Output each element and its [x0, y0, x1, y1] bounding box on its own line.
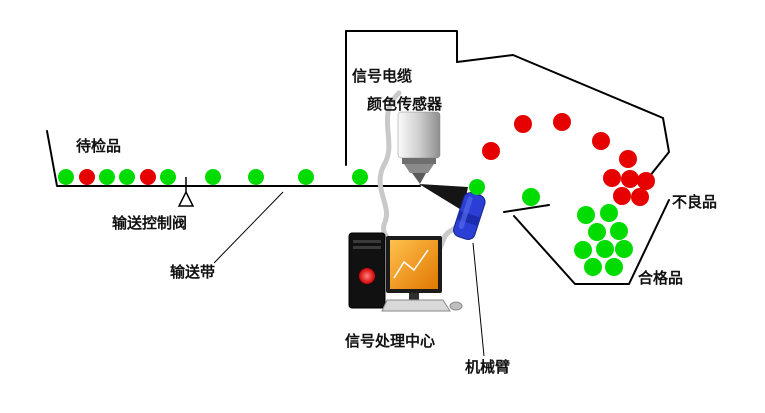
label-pending-items: 待检品 [76, 137, 121, 155]
item-dot-defective [637, 172, 655, 190]
screen-chart-line [393, 249, 429, 279]
qualified-chamber-wall [513, 199, 670, 285]
label-signal-processing-center: 信号处理中心 [345, 332, 435, 350]
dots-qualified-chamber [574, 204, 633, 276]
item-dot-qualified [160, 169, 176, 185]
label-mechanical-arm: 机械臂 [465, 358, 510, 376]
label-defective-items: 不良品 [672, 193, 717, 211]
item-dot-qualified [588, 223, 606, 241]
item-dot-qualified [610, 222, 628, 240]
item-dot-qualified [574, 241, 592, 259]
signal-processing-computer [348, 232, 463, 312]
sensor-signal-cable [377, 90, 402, 243]
item-dot-qualified [58, 169, 74, 185]
belt-leader-line [213, 191, 284, 264]
item-dot-defective [592, 132, 610, 150]
arm-leader-line [472, 242, 485, 357]
conveyor-belt-line [46, 130, 421, 187]
item-dot-defective [621, 170, 639, 188]
sensor-collar [402, 158, 436, 164]
item-dot-qualified [605, 258, 623, 276]
tower-vent-slot [353, 240, 381, 243]
control-valve-symbol [177, 177, 195, 207]
tower-vent-slot [353, 246, 381, 249]
sensor-tip [412, 173, 426, 184]
dots-in-transit [469, 179, 540, 206]
dots-on-belt [58, 169, 368, 185]
item-dot-qualified [596, 240, 614, 258]
tower-power-glow [359, 268, 375, 284]
item-dot-qualified [352, 169, 368, 185]
item-dot-qualified [248, 169, 264, 185]
sensor-neck [404, 164, 434, 173]
defective-chute-wall [456, 54, 670, 188]
monitor-stand [409, 293, 419, 300]
mouse [449, 301, 463, 311]
item-dot-defective [613, 187, 631, 205]
item-dot-qualified [119, 169, 135, 185]
label-conveyor-valve: 输送控制阀 [112, 214, 187, 232]
item-dot-defective [631, 188, 649, 206]
valve-triangle [177, 190, 195, 207]
sensor-body [397, 111, 441, 159]
item-dot-qualified [584, 258, 602, 276]
label-conveyor-belt: 输送带 [170, 263, 215, 281]
item-dot-qualified [600, 204, 618, 222]
item-dot-qualified [577, 206, 595, 224]
arm-highlight [458, 196, 473, 230]
chamber-divider-line [503, 204, 550, 213]
label-signal-cable: 信号电缆 [352, 67, 412, 85]
keyboard [381, 299, 451, 312]
item-dot-qualified [469, 179, 485, 195]
item-dot-defective [514, 115, 532, 133]
item-dot-qualified [522, 188, 540, 206]
item-dot-defective [79, 169, 95, 185]
deflector-wedge [419, 184, 468, 211]
dots-defective-chamber [482, 113, 655, 206]
item-dot-defective [603, 169, 621, 187]
color-sensor-graphic [397, 111, 441, 184]
item-dot-defective [140, 169, 156, 185]
item-dot-defective [482, 142, 500, 160]
item-dot-qualified [99, 169, 115, 185]
label-qualified-items: 合格品 [637, 269, 683, 287]
item-dot-qualified [298, 169, 314, 185]
inspection-channel-walls [345, 30, 458, 166]
label-color-sensor: 颜色传感器 [367, 95, 443, 113]
item-dot-qualified [615, 240, 633, 258]
monitor-screen [390, 240, 438, 289]
item-dot-qualified [205, 169, 221, 185]
item-dot-defective [553, 113, 571, 131]
item-dot-defective [619, 150, 637, 168]
